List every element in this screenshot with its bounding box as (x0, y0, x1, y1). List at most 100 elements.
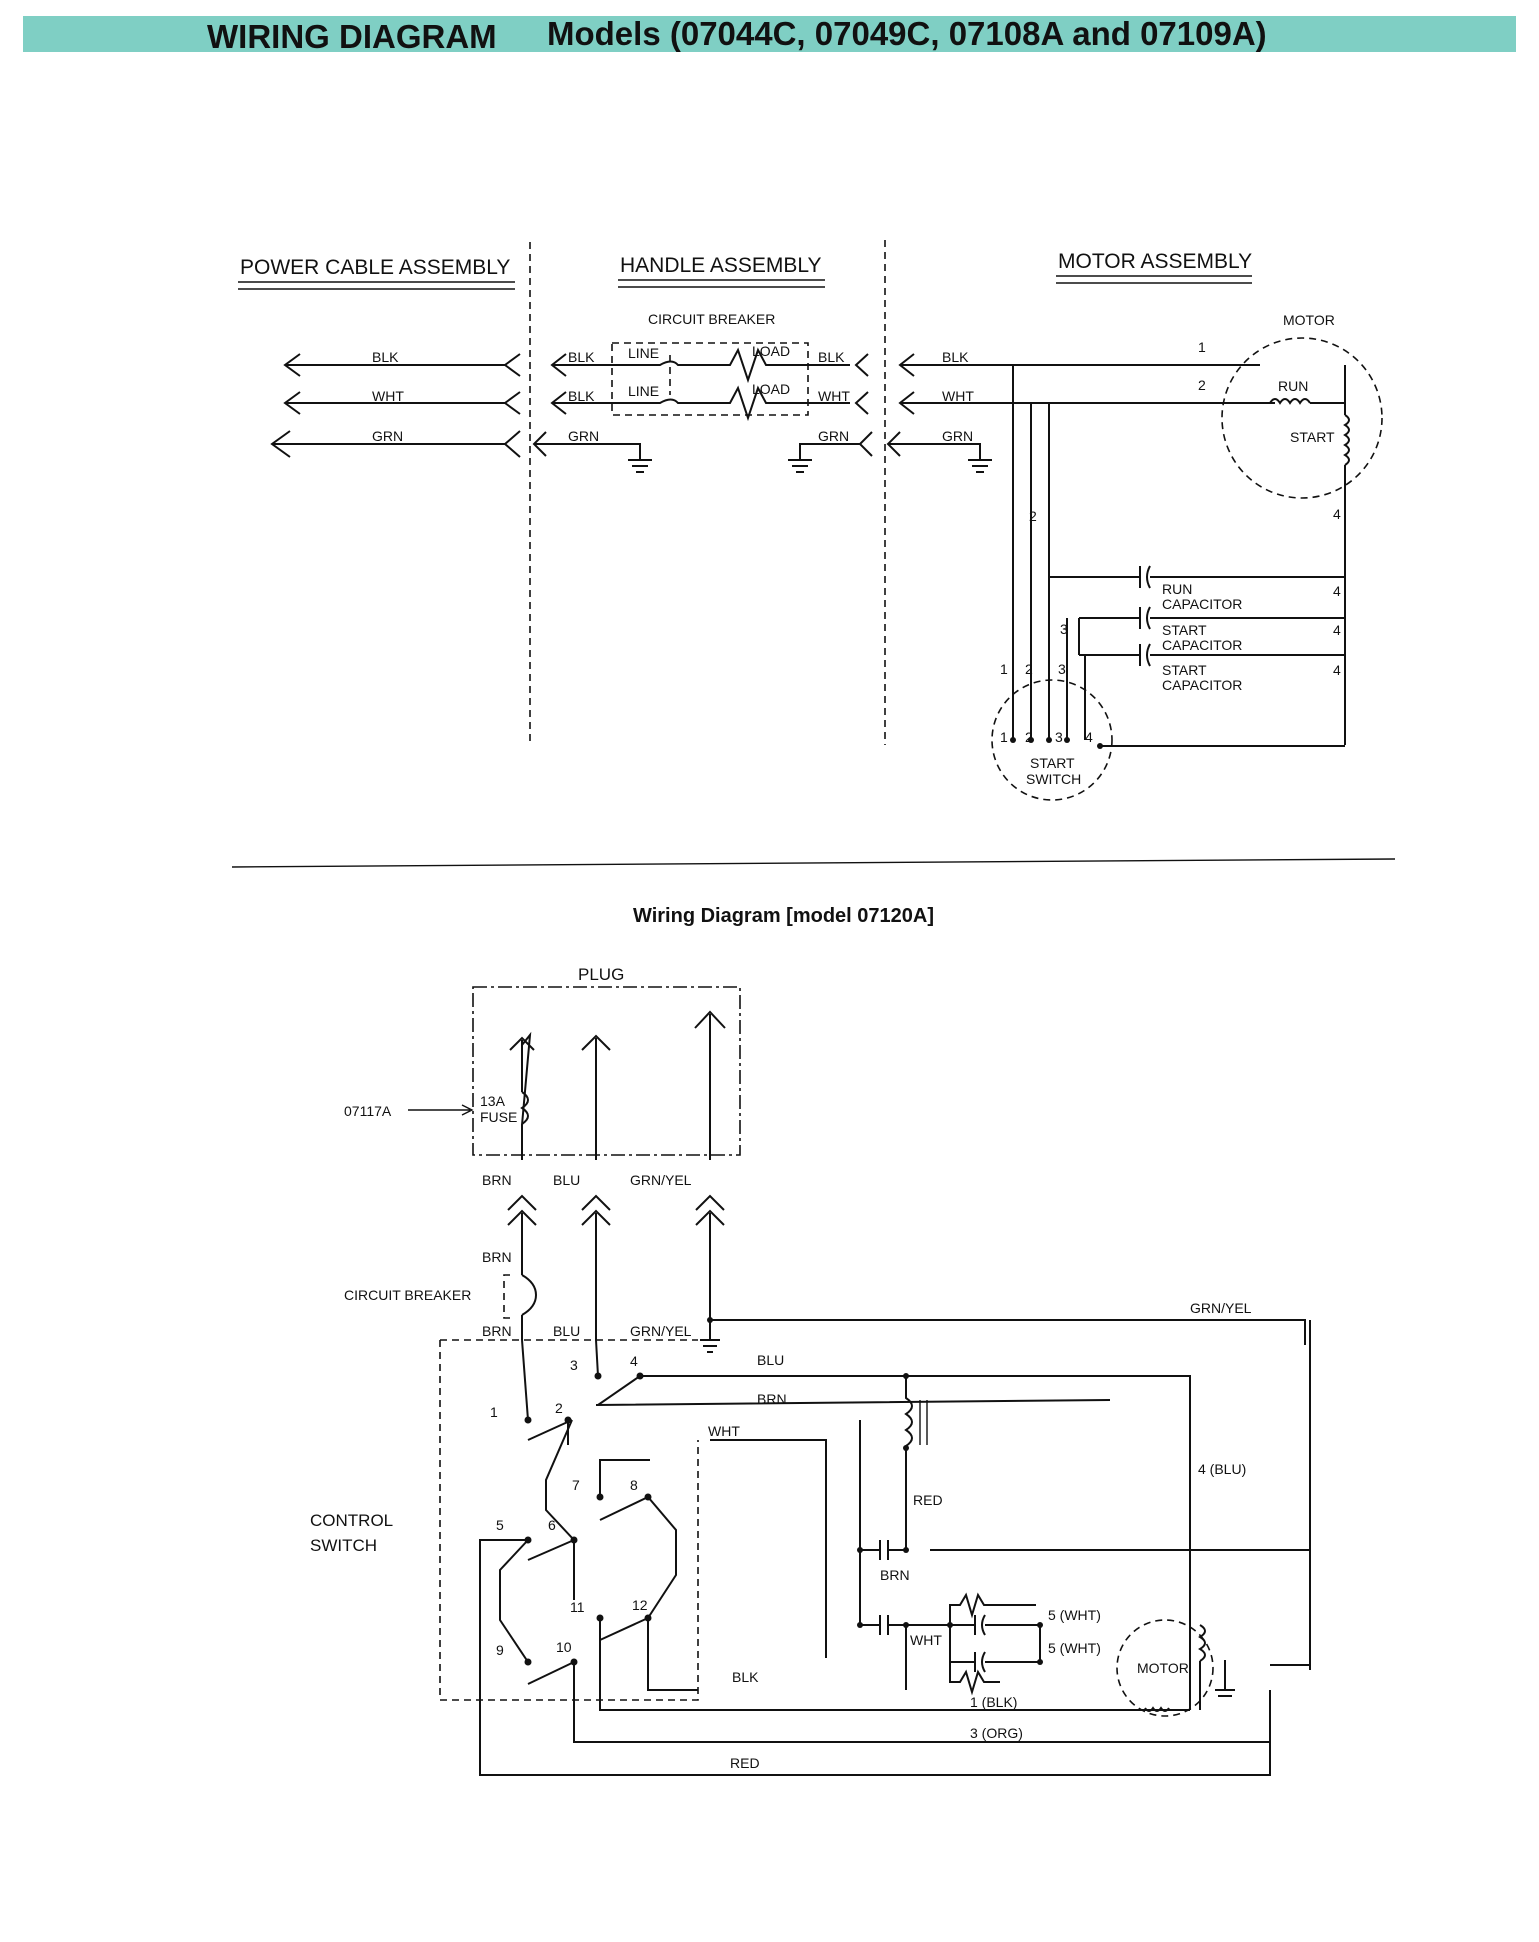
fuse-label-1: 13A (480, 1093, 506, 1109)
start-switch-circle (991, 679, 1113, 801)
sw-brn-label: BRN (757, 1391, 787, 1407)
red-label: RED (913, 1492, 943, 1508)
start-capacitor-label-2: CAPACITOR (1162, 637, 1242, 653)
start-switch-terminal-2: 2 (1025, 729, 1033, 745)
bottom-diagram-title: Wiring Diagram [model 07120A] (633, 905, 934, 927)
sw-wht-label: WHT (708, 1423, 740, 1439)
handle-out-wht-label: WHT (818, 388, 850, 404)
plug-blu-label: BLU (553, 1172, 580, 1188)
switch-terminal-3: 3 (570, 1357, 578, 1373)
top-wiring-diagram: POWER CABLE ASSEMBLY HANDLE ASSEMBLY MOT… (238, 240, 1383, 801)
start-switch-terminal-3: 3 (1055, 729, 1063, 745)
sw-blu-label: BLU (757, 1352, 784, 1368)
switch-terminal-1: 1 (490, 1404, 498, 1420)
motor-blk-label: BLK (942, 349, 969, 365)
load-label-2: LOAD (752, 381, 790, 397)
handle-grn-label: GRN (568, 428, 599, 444)
switch-terminal-2: 2 (555, 1400, 563, 1416)
switch-terminal-12: 12 (632, 1597, 648, 1613)
plug-grn-yel-label: GRN/YEL (630, 1172, 692, 1188)
title-bar: WIRING DIAGRAM Models (07044C, 07049C, 0… (23, 15, 1516, 55)
brn-cap-label: BRN (880, 1567, 910, 1583)
start-capacitor-2-label-1: START (1162, 662, 1207, 678)
start-switch-terminal-1: 1 (1000, 729, 1008, 745)
lead-5-wht-label-1: 5 (WHT) (1048, 1607, 1101, 1623)
control-switch-label-1: CONTROL (310, 1511, 393, 1530)
handle-assembly: CIRCUIT BREAKER BLK BLK LINE LINE LOAD L… (532, 311, 873, 473)
motor-assembly: BLK WHT GRN 1 2 MOTOR RUN START 4 2 (886, 312, 1383, 801)
cs-grn-yel-label: GRN/YEL (630, 1323, 692, 1339)
wht-cap-label: WHT (910, 1632, 942, 1648)
power-cable-assembly-header: POWER CABLE ASSEMBLY (240, 256, 510, 279)
control-switch-label-2: SWITCH (310, 1536, 377, 1555)
switch-terminal-4: 4 (630, 1353, 638, 1369)
title-wiring-diagram: WIRING DIAGRAM (207, 18, 497, 55)
switch-wire-2: 2 (1025, 661, 1033, 677)
plug-label: PLUG (578, 965, 624, 984)
bottom-motor-circle (1116, 1619, 1214, 1717)
switch-terminal-11: 11 (570, 1599, 585, 1615)
control-switch-terminals: 1 2 3 4 5 6 7 8 9 10 11 12 (490, 1353, 652, 1666)
switch-wire-3: 3 (1058, 661, 1066, 677)
switch-terminal-8: 8 (630, 1477, 638, 1493)
power-wht-label: WHT (372, 388, 404, 404)
lead-1-blk-label: 1 (BLK) (970, 1694, 1017, 1710)
circuit-breaker-box (611, 342, 809, 416)
start-capacitor-2-label-2: CAPACITOR (1162, 677, 1242, 693)
switch-terminal-6: 6 (548, 1517, 556, 1533)
motor-start-label: START (1290, 429, 1335, 445)
bottom-motor-label: MOTOR (1137, 1660, 1189, 1676)
fuse-label-2: FUSE (480, 1109, 517, 1125)
cap-terminal-4c: 4 (1333, 662, 1341, 678)
load-label-1: LOAD (752, 343, 790, 359)
switch-terminal-9: 9 (496, 1642, 504, 1658)
wire-number-2: 2 (1198, 377, 1206, 393)
switch-terminal-7: 7 (572, 1477, 580, 1493)
lead-4-blu-label: 4 (BLU) (1198, 1461, 1246, 1477)
diagram-separator (231, 858, 1396, 868)
plug-brn-label: BRN (482, 1172, 512, 1188)
power-grn-label: GRN (372, 428, 403, 444)
line-label-2: LINE (628, 383, 659, 399)
cs-blu-label: BLU (553, 1323, 580, 1339)
cap-terminal-4b: 4 (1333, 622, 1341, 638)
sw-blk-label: BLK (732, 1669, 759, 1685)
motor-label: MOTOR (1283, 312, 1335, 328)
circuit-breaker-label: CIRCUIT BREAKER (648, 311, 775, 327)
motor-terminal-4: 4 (1333, 506, 1341, 522)
handle-blk-label: BLK (568, 349, 595, 365)
handle-out-blk-label: BLK (818, 349, 845, 365)
bottom-wiring-diagram: Wiring Diagram [model 07120A] PLUG 07117… (310, 905, 1311, 1776)
title-models: Models (07044C, 07049C, 07108A and 07109… (547, 15, 1267, 52)
switch-wire-1: 1 (1000, 661, 1008, 677)
motor-wht-label: WHT (942, 388, 974, 404)
cap-terminal-4a: 4 (1333, 583, 1341, 599)
motor-grn-label: GRN (942, 428, 973, 444)
vertical-wire-2: 2 (1029, 508, 1037, 524)
start-switch-label-1: START (1030, 755, 1075, 771)
start-switch-terminal-4: 4 (1085, 729, 1093, 745)
cap-terminal-3a: 3 (1060, 621, 1068, 637)
motor-assembly-header: MOTOR ASSEMBLY (1058, 250, 1252, 273)
cs-brn-label: BRN (482, 1323, 512, 1339)
switch-terminal-5: 5 (496, 1517, 504, 1533)
lead-3-org-label: 3 (ORG) (970, 1725, 1023, 1741)
handle-blk-label-2: BLK (568, 388, 595, 404)
part-number-label: 07117A (344, 1103, 392, 1119)
power-cable-wires: BLK WHT GRN (270, 349, 521, 458)
grn-yel-lead-label: GRN/YEL (1190, 1300, 1252, 1316)
motor-run-label: RUN (1278, 378, 1308, 394)
run-capacitor-label-2: CAPACITOR (1162, 596, 1242, 612)
plug-box (472, 986, 741, 1156)
motor-circle (1221, 337, 1383, 499)
switch-terminal-10: 10 (556, 1639, 572, 1655)
wire-number-1: 1 (1198, 339, 1206, 355)
power-blk-label: BLK (372, 349, 399, 365)
circuit-breaker-label-bottom: CIRCUIT BREAKER (344, 1287, 471, 1303)
lead-5-wht-label-2: 5 (WHT) (1048, 1640, 1101, 1656)
start-capacitor-label-1: START (1162, 622, 1207, 638)
run-capacitor-label-1: RUN (1162, 581, 1192, 597)
handle-assembly-header: HANDLE ASSEMBLY (620, 254, 822, 277)
cb-brn-label: BRN (482, 1249, 512, 1265)
